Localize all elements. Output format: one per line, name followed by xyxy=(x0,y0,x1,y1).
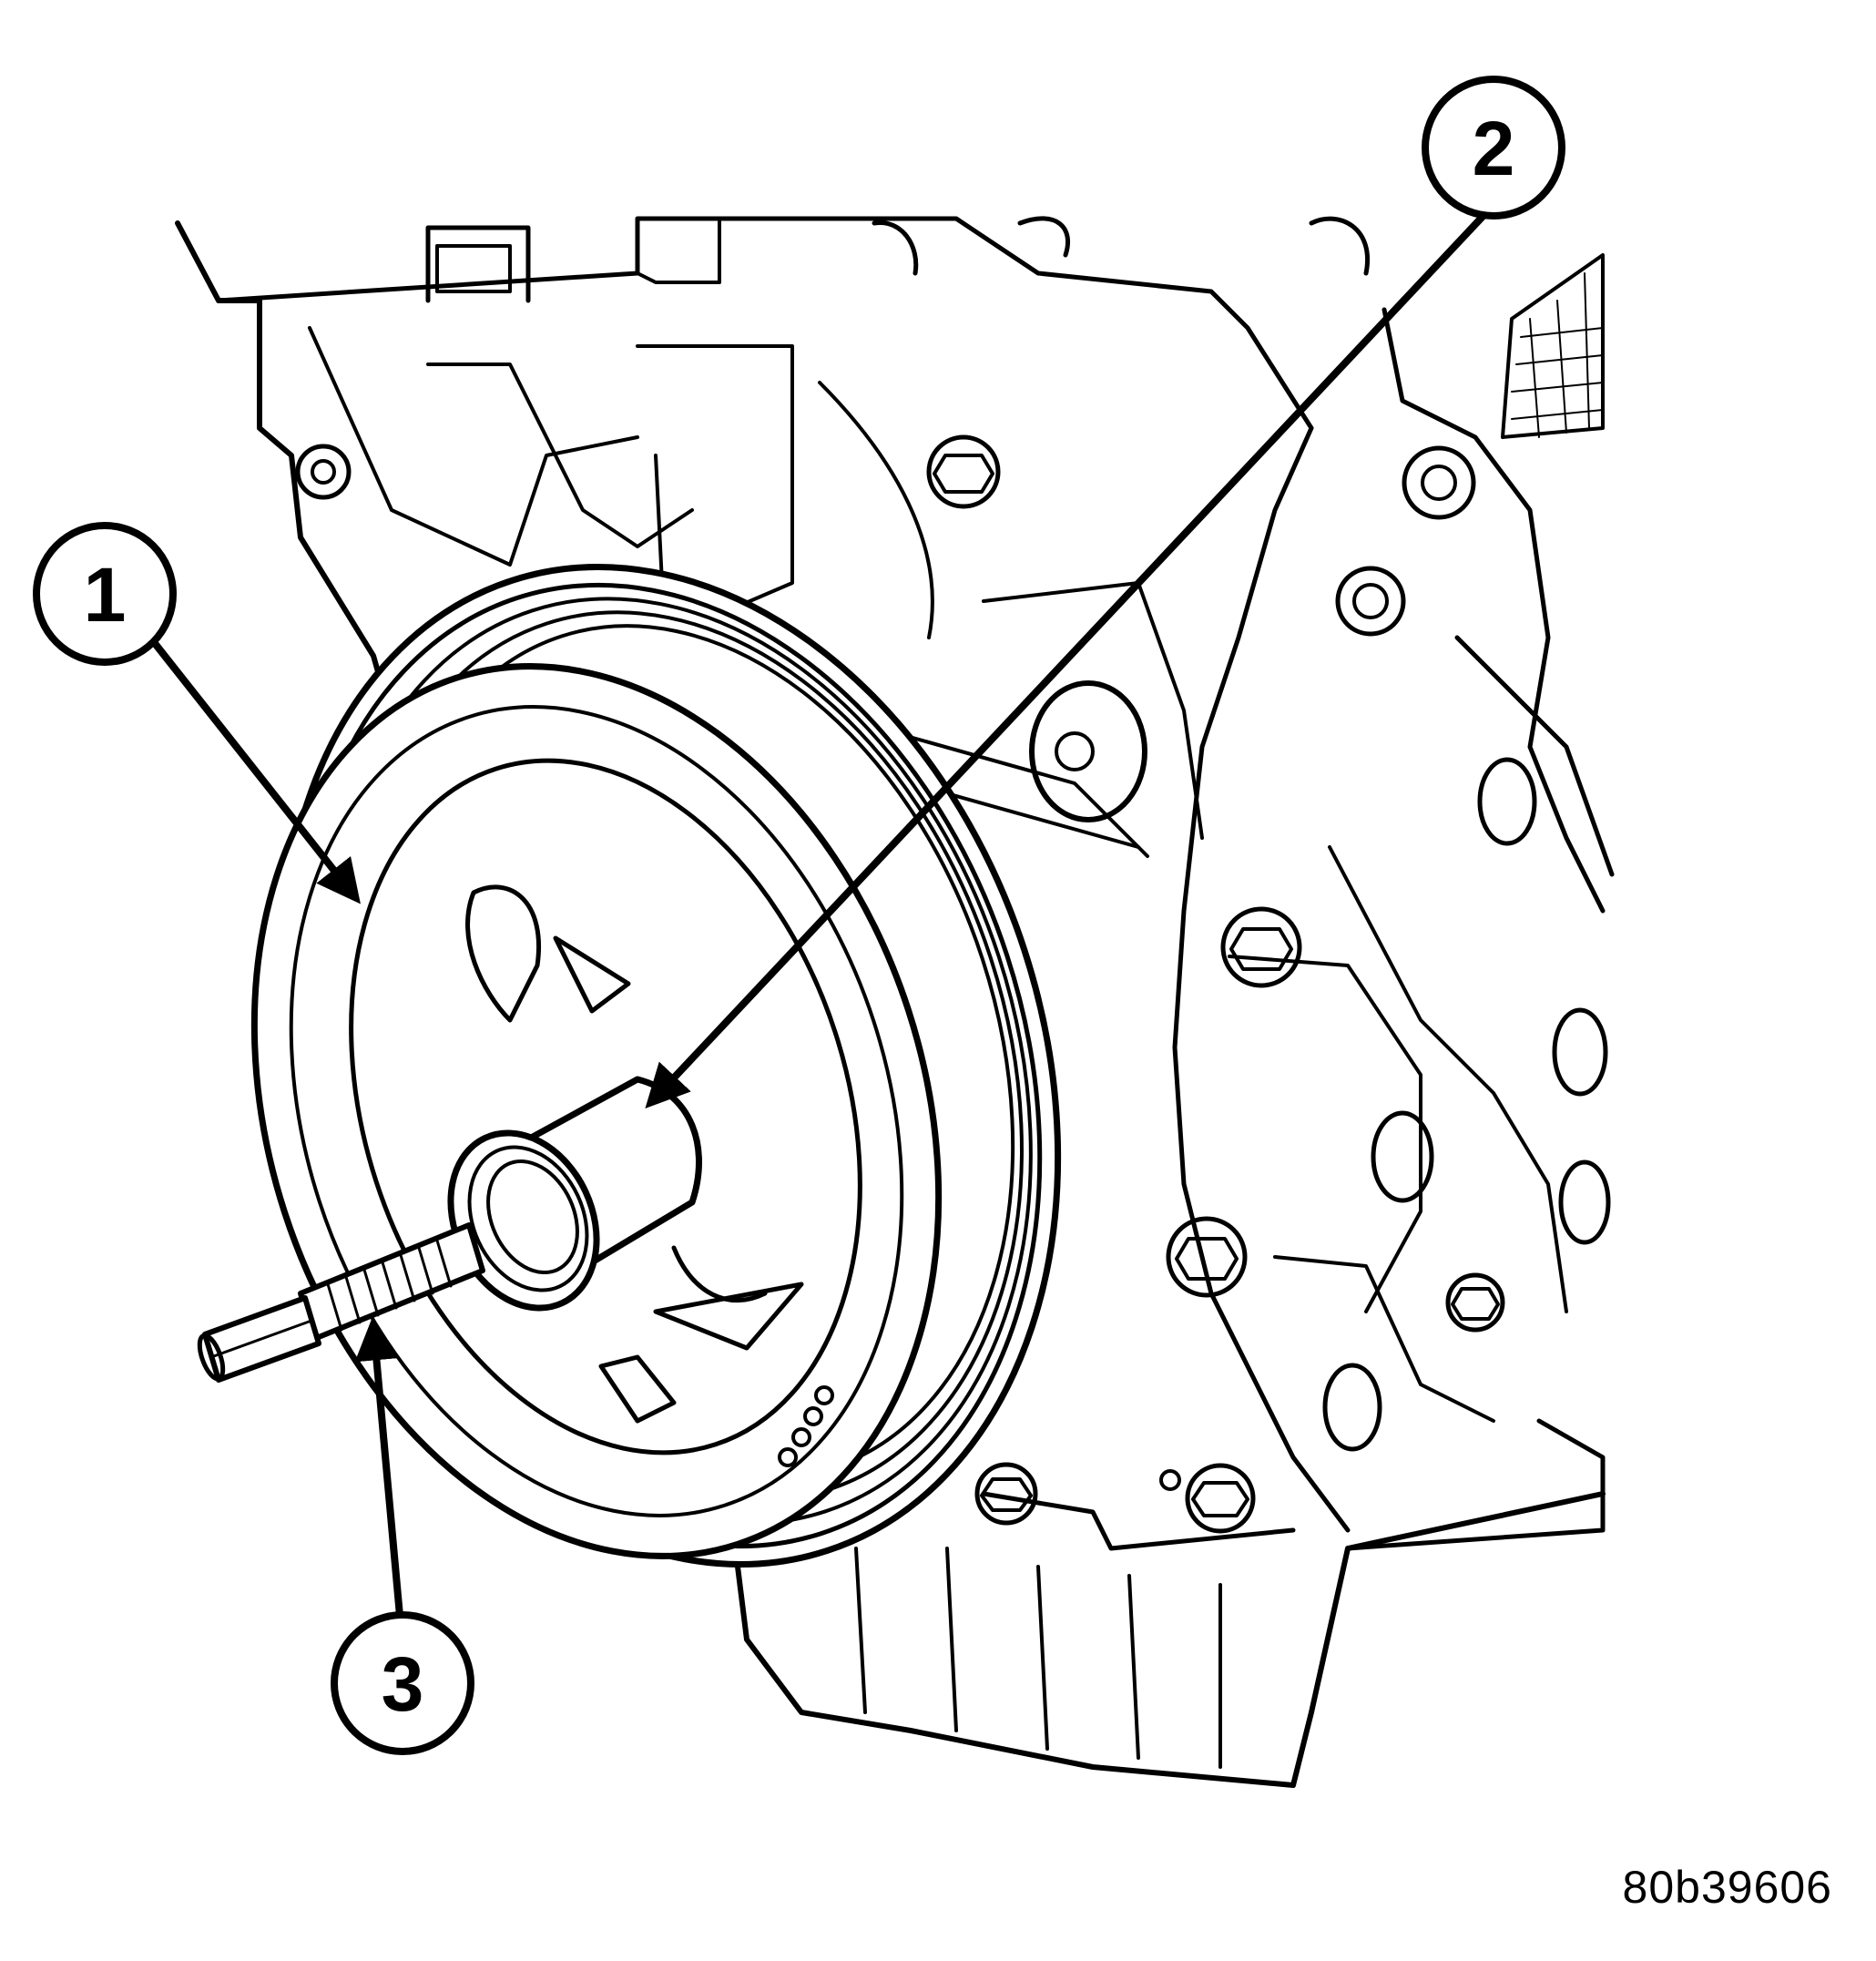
bolt-icon xyxy=(1445,1272,1505,1333)
callout-3: 3 xyxy=(331,1611,474,1755)
bolt-icon xyxy=(295,444,352,500)
callout-2-label: 2 xyxy=(1473,106,1515,191)
oil-pan xyxy=(726,1491,1606,1788)
callout-2: 2 xyxy=(1422,76,1565,220)
bolt-icon xyxy=(1552,1007,1608,1097)
callout-1-label: 1 xyxy=(84,552,127,638)
boss-icon xyxy=(1029,680,1147,822)
leader-line-1 xyxy=(147,634,361,904)
crosshatch-area xyxy=(1501,253,1605,439)
bolt-icon xyxy=(1558,1159,1611,1245)
bolt-icon xyxy=(1477,757,1537,846)
figure-id: 80b39606 xyxy=(1622,1862,1832,1913)
bolt-icon xyxy=(1402,445,1476,520)
leader-line-3 xyxy=(354,1316,404,1629)
leader-lines xyxy=(147,201,1497,1629)
callout-1: 1 xyxy=(33,522,177,666)
installer-tool xyxy=(197,1076,702,1383)
leader-line-2 xyxy=(645,201,1497,1108)
bolt-icon xyxy=(1335,566,1406,637)
bolt-icon xyxy=(1159,1469,1181,1491)
callout-3-label: 3 xyxy=(382,1641,424,1727)
bolt-icon xyxy=(1166,1216,1248,1298)
bolt-icon xyxy=(1322,1363,1382,1452)
bolt-icon xyxy=(1220,906,1302,988)
bolts xyxy=(295,434,1611,1534)
bolt-icon xyxy=(1371,1110,1434,1203)
engine-block xyxy=(175,216,1615,1788)
bolt-icon xyxy=(1185,1463,1256,1534)
bolt-icon xyxy=(974,1462,1038,1526)
bolt-icon xyxy=(926,434,1001,509)
